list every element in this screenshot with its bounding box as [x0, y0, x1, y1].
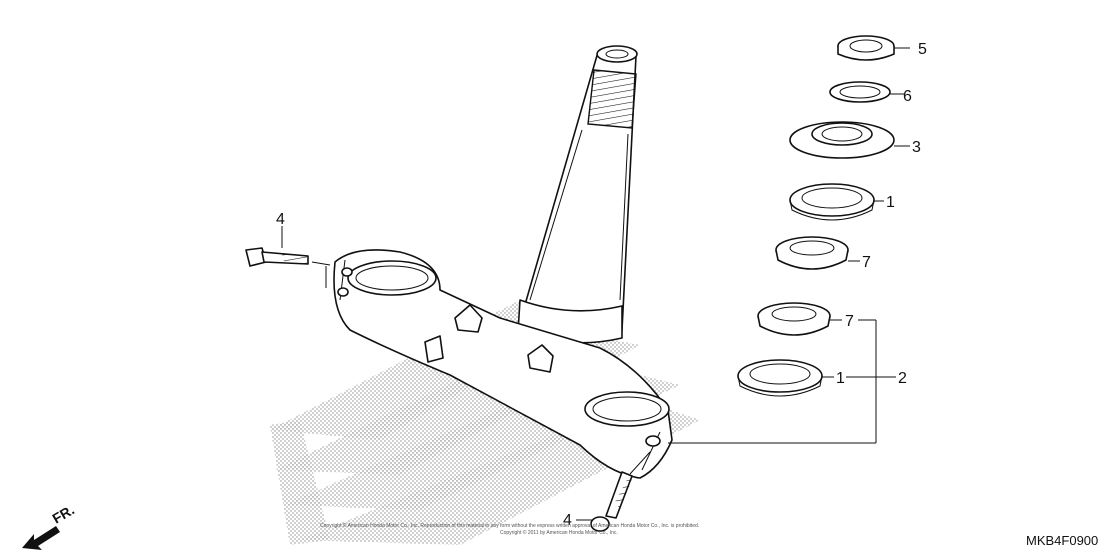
callout-4-upper: 4 [276, 211, 285, 228]
callout-5: 5 [918, 41, 927, 58]
callout-7-lower: 7 [845, 313, 854, 330]
adjusting-nut [789, 121, 895, 159]
lower-triple-clamp [333, 249, 673, 479]
pinch-bolt-lower [590, 451, 651, 532]
steering-stem-nut [837, 35, 895, 61]
lower-bearing [757, 302, 831, 336]
leader-lines [281, 47, 910, 521]
lower-dust-seal [737, 359, 823, 397]
callout-3: 3 [912, 139, 921, 156]
front-arrow-icon [22, 526, 60, 550]
callout-6: 6 [903, 88, 912, 105]
figure-code: MKB4F0900 [1026, 533, 1098, 548]
pinch-bolt-upper [245, 247, 331, 288]
callout-4-lower: 4 [563, 512, 572, 529]
upper-bearing [775, 236, 849, 270]
callout-7-upper: 7 [862, 254, 871, 271]
callout-2: 2 [898, 370, 907, 387]
front-indicator-label: FR. [50, 501, 78, 526]
copyright-notice-line2: Copyright © 2011 by American Honda Motor… [500, 529, 618, 536]
upper-dust-seal [789, 183, 875, 221]
callout-1-lower: 1 [836, 370, 845, 387]
copyright-notice: Copyright © American Honda Motor Co., In… [320, 522, 699, 529]
lock-washer [829, 81, 891, 103]
steering-stem-tube [517, 45, 638, 344]
callout-1-upper: 1 [886, 194, 895, 211]
